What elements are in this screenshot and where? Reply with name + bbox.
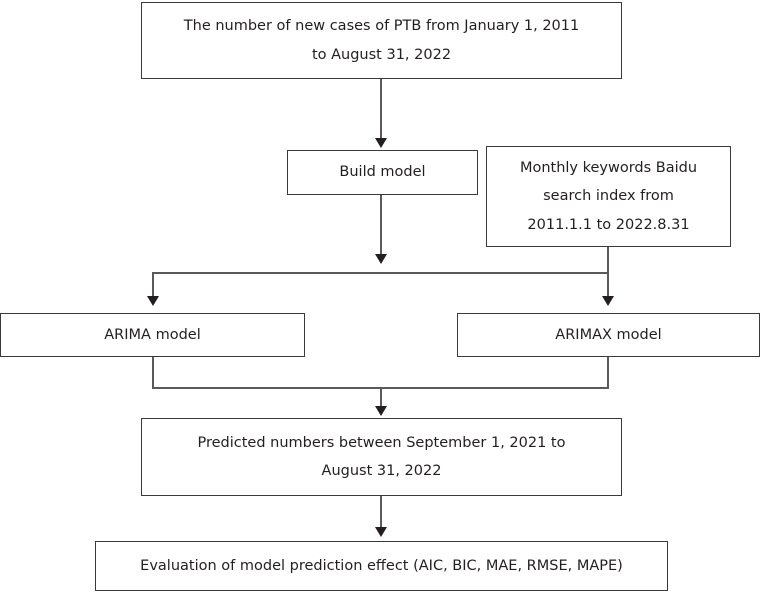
connector-arima-to-merge	[152, 357, 154, 389]
arrowhead-source-to-build	[375, 138, 387, 148]
node-arima-model-text: ARIMA model	[104, 326, 201, 343]
node-data-source: The number of new cases of PTB from Janu…	[141, 2, 622, 79]
node-build-model-text: Build model	[339, 164, 426, 181]
node-arimax-model: ARIMAX model	[457, 313, 760, 357]
node-baidu-line1: Monthly keywords Baidu	[519, 160, 698, 177]
node-evaluation: Evaluation of model prediction effect (A…	[95, 541, 668, 591]
node-build-model: Build model	[287, 150, 478, 195]
node-baidu-line2: search index from	[543, 188, 674, 205]
node-baidu-search-index-text: Monthly keywords Baidu search index from 2…	[495, 154, 722, 239]
connector-predicted-to-evaluation	[380, 496, 382, 530]
connector-build-to-split	[380, 195, 382, 257]
connector-merge-to-predicted	[380, 387, 382, 409]
connector-arimax-to-merge	[607, 357, 609, 389]
connector-baidu-to-split	[607, 247, 609, 274]
connector-split-to-arimax	[607, 272, 609, 302]
node-data-source-line2: to August 31, 2022	[311, 46, 452, 63]
node-evaluation-text: Evaluation of model prediction effect (A…	[140, 557, 623, 574]
node-arimax-model-text: ARIMAX model	[555, 326, 662, 343]
node-predicted-numbers: Predicted numbers between September 1, 2…	[141, 418, 622, 496]
node-predicted-line2: August 31, 2022	[321, 463, 442, 479]
arrowhead-split-to-arima	[147, 296, 159, 306]
connector-split-bar	[152, 272, 609, 274]
arrowhead-split-to-arimax	[602, 296, 614, 306]
node-arima-model: ARIMA model	[0, 313, 305, 357]
connector-split-to-arima	[152, 272, 154, 302]
arrowhead-predicted-to-evaluation	[375, 527, 387, 537]
node-data-source-line1: The number of new cases of PTB from Janu…	[183, 18, 580, 35]
node-baidu-search-index: Monthly keywords Baidu search index from 2…	[486, 146, 731, 247]
node-predicted-line1: Predicted numbers between September 1, 2…	[197, 434, 566, 451]
node-predicted-numbers-text: Predicted numbers between September 1, 2…	[150, 429, 613, 486]
arrowhead-build-to-split	[375, 254, 387, 264]
node-baidu-line3: 2011.1.1 to 2022.8.31	[527, 216, 690, 233]
node-data-source-text: The number of new cases of PTB from Janu…	[150, 12, 613, 69]
connector-source-to-build	[380, 79, 382, 141]
arrowhead-merge-to-predicted	[375, 406, 387, 416]
